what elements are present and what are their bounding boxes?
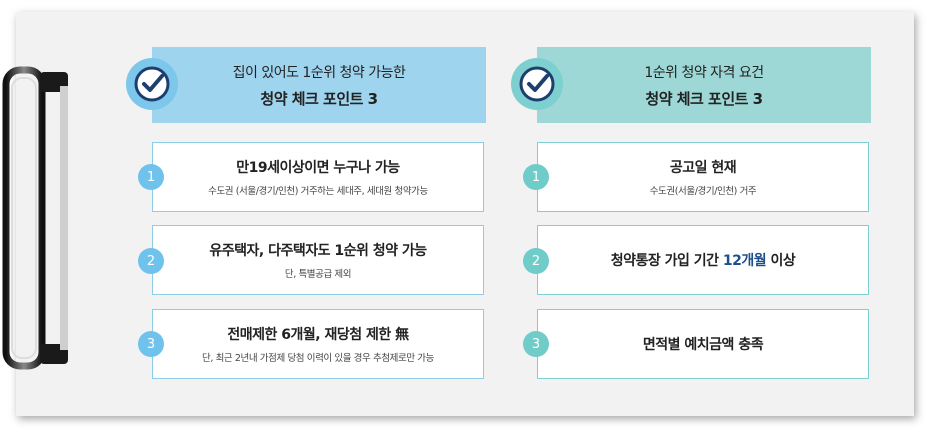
right-item-3: 면적별 예치금액 충족 <box>537 309 869 379</box>
clipboard-clip-icon <box>2 66 68 370</box>
left-header: 집이 있어도 1순위 청약 가능한 청약 체크 포인트 3 <box>152 47 486 123</box>
number-badge: 1 <box>523 164 549 190</box>
item-title-highlight: 12개월 <box>722 253 767 269</box>
left-item-2: 유주택자, 다주택자도 1순위 청약 가능 단, 특별공급 제외 <box>152 225 484 295</box>
right-header: 1순위 청약 자격 요건 청약 체크 포인트 3 <box>537 47 871 123</box>
item-subtitle: 수도권 (서울/경기/인천) 거주하는 세대주, 세대원 청약가능 <box>208 186 428 197</box>
number-badge: 1 <box>138 164 164 190</box>
left-header-title: 청약 체크 포인트 3 <box>260 89 378 108</box>
right-column: 1순위 청약 자격 요건 청약 체크 포인트 3 <box>537 47 871 123</box>
right-header-title: 청약 체크 포인트 3 <box>645 89 763 108</box>
item-subtitle: 수도권(서울/경기/인천) 거주 <box>649 186 757 197</box>
right-item-1: 공고일 현재 수도권(서울/경기/인천) 거주 <box>537 142 869 212</box>
item-title: 공고일 현재 <box>669 160 737 176</box>
left-item-1: 만19세이상이면 누구나 가능 수도권 (서울/경기/인천) 거주하는 세대주,… <box>152 142 484 212</box>
right-item-2: 청약통장 가입 기간 12개월 이상 <box>537 225 869 295</box>
right-check-badge <box>511 58 563 110</box>
right-header-subtitle: 1순위 청약 자격 요건 <box>644 64 764 81</box>
number-badge: 3 <box>523 331 549 357</box>
item-title: 유주택자, 다주택자도 1순위 청약 가능 <box>209 243 427 259</box>
item-subtitle: 단, 특별공급 제외 <box>284 269 352 280</box>
number-badge: 2 <box>138 248 164 274</box>
number-badge: 2 <box>523 248 549 274</box>
left-check-badge <box>126 58 178 110</box>
check-circle-icon <box>519 66 555 102</box>
left-header-subtitle: 집이 있어도 1순위 청약 가능한 <box>232 64 406 81</box>
left-item-3: 전매제한 6개월, 재당첨 제한 無 단, 최근 2년내 가점제 당첨 이력이 … <box>152 309 484 379</box>
item-title: 면적별 예치금액 충족 <box>642 337 764 353</box>
item-subtitle: 단, 최근 2년내 가점제 당첨 이력이 있을 경우 추첨제로만 가능 <box>201 353 434 364</box>
item-title: 청약통장 가입 기간 12개월 이상 <box>611 250 796 270</box>
left-column: 집이 있어도 1순위 청약 가능한 청약 체크 포인트 3 <box>152 47 486 123</box>
item-title-post: 이상 <box>766 253 796 269</box>
item-title-pre: 청약통장 가입 기간 <box>610 253 723 269</box>
number-badge: 3 <box>138 331 164 357</box>
item-title: 전매제한 6개월, 재당첨 제한 無 <box>227 327 409 343</box>
item-title: 만19세이상이면 누구나 가능 <box>236 160 400 176</box>
check-circle-icon <box>134 66 170 102</box>
